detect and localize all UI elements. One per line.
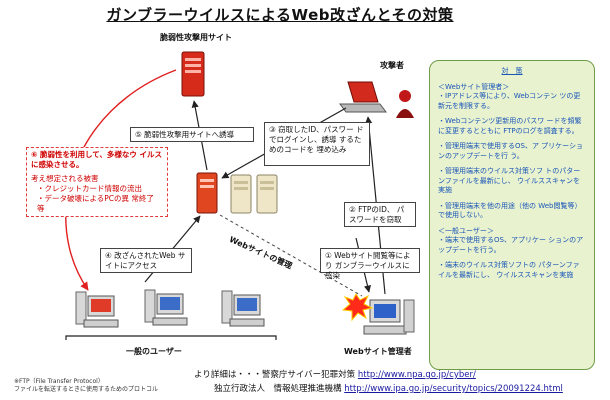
admin-item-1: ・IPアドレス等により、Webコンテン ツの更新元を制限する。 <box>438 92 581 110</box>
user-pc-icon-3 <box>221 290 265 327</box>
step-4-box: ④ 改ざんされたWeb サイトにアクセス <box>100 248 192 273</box>
step-2-box: ② FTPのID、 パスワードを窃取 <box>344 202 416 227</box>
countermeasures-panel: 対 策 ＜Webサイト管理者＞ ・IPアドレス等により、Webコンテン ツの更新… <box>429 60 595 370</box>
ipa-link[interactable]: http://www.ipa.go.jp/security/topics/200… <box>344 384 563 394</box>
footer-line-1: より詳細は・・・警察庁サイバー犯罪対策 http://www.npa.go.jp… <box>194 368 476 380</box>
page-title: ガンブラーウイルスによるWeb改ざんとその対策 <box>106 6 454 24</box>
step-5-text: 脆弱性攻撃用サイトへ誘導 <box>144 130 235 139</box>
footnote: ※FTP（File Transfer Protocol） ファイルを転送するとき… <box>14 378 158 394</box>
footer-line-2: 独立行政法人 情報処理推進機構 http://www.ipa.go.jp/sec… <box>214 382 563 394</box>
admin-item-3: ・管理用端末で使用するOS、ア プリケーションのアップデートを行 う。 <box>438 142 584 160</box>
infection-burst-icon <box>341 293 374 322</box>
user-item-2: ・端末のウイルス対策ソフトの パターンファイルを最新にし、 ウイルススキャンを実… <box>438 261 580 279</box>
damage-item-2: ・データ破壊によるPCの異 常終了 等 <box>37 194 162 213</box>
step-3-text: 窃取したID、パスワー ドでログインし、誘導 するためのコードを 埋め込み <box>269 125 364 154</box>
step-6-box: ⑥ 脆弱性を利用して、多様なウ イルスに感染させる。 考え想定される被害 ・クレ… <box>26 147 168 217</box>
web-server-red-icon <box>196 172 218 214</box>
step-3-number: ③ <box>269 125 276 134</box>
admin-item-5: ・管理用端末を他の用途（他の Web閲覧等）で使用しない。 <box>438 201 582 220</box>
step-1-text: Webサイト閲覧等により ガンブラーウイルスに感染 <box>325 251 411 280</box>
step-5-box: ⑤ 脆弱性攻撃用サイトへ誘導 <box>130 127 254 142</box>
web-server-icon-1 <box>230 174 252 214</box>
footnote-line-2: ファイルを転送するときに使用するためのプロトコル <box>14 386 159 393</box>
step-2-number: ② <box>349 205 356 214</box>
footer-lead: より詳細は・・・警察庁サイバー犯罪対策 <box>194 370 356 380</box>
footer-org: 独立行政法人 情報処理推進機構 <box>214 384 342 394</box>
admin-heading: ＜Webサイト管理者＞ <box>438 82 510 91</box>
countermeasures-heading: 対 策 <box>501 67 523 75</box>
users-bracket <box>65 335 277 340</box>
step-4-text: 改ざんされたWeb サイトにアクセス <box>105 251 186 270</box>
vuln-server-icon <box>181 51 205 97</box>
admin-item-2: ・Webコンテンツ更新用のパスワ ードを頻繁に変更するとともに FTPのログを調… <box>438 117 582 135</box>
web-admin-label: Webサイト管理者 <box>344 347 412 356</box>
step-3-box: ③ 窃取したID、パスワー ドでログインし、誘導 するためのコードを 埋め込み <box>264 122 370 166</box>
step-5-number: ⑤ <box>135 130 142 139</box>
step-6-text: 脆弱性を利用して、多様なウ イルスに感染させる。 <box>31 150 162 169</box>
admin-item-4: ・管理用端末のウイルス対策ソフ トのパターンファイルを最新にし、 ウイルススキャ… <box>438 167 581 194</box>
general-users-label: 一般のユーザー <box>126 347 182 356</box>
footnote-line-1: ※FTP（File Transfer Protocol） <box>14 378 104 385</box>
attacker-laptop-icon <box>339 81 387 113</box>
attacker-person-icon <box>396 90 414 118</box>
step-6-number: ⑥ <box>31 150 38 159</box>
step-1-number: ① <box>325 251 332 260</box>
web-server-icon-2 <box>256 174 278 214</box>
user-pc-icon-2 <box>144 289 188 326</box>
npa-link[interactable]: http://www.npa.go.jp/cyber/ <box>357 370 476 380</box>
vuln-site-label: 脆弱性攻撃用サイト <box>160 33 232 42</box>
user-pc-icon-1 <box>75 291 119 328</box>
admin-pc-icon <box>363 299 415 335</box>
user-heading: ＜一般ユーザー＞ <box>438 226 494 235</box>
damage-item-1: ・クレジットカード情報の流出 <box>37 184 142 193</box>
damage-head: 考え想定される被害 <box>31 174 99 183</box>
step-2-text: FTPのID、 パスワードを窃取 <box>349 205 405 224</box>
step-1-box: ① Webサイト閲覧等により ガンブラーウイルスに感染 <box>320 248 420 280</box>
user-item-1: ・端末で使用するOS、アプリケー ションのアップデートを行う。 <box>438 236 584 254</box>
attacker-label: 攻撃者 <box>380 61 404 70</box>
step-4-number: ④ <box>105 251 112 260</box>
